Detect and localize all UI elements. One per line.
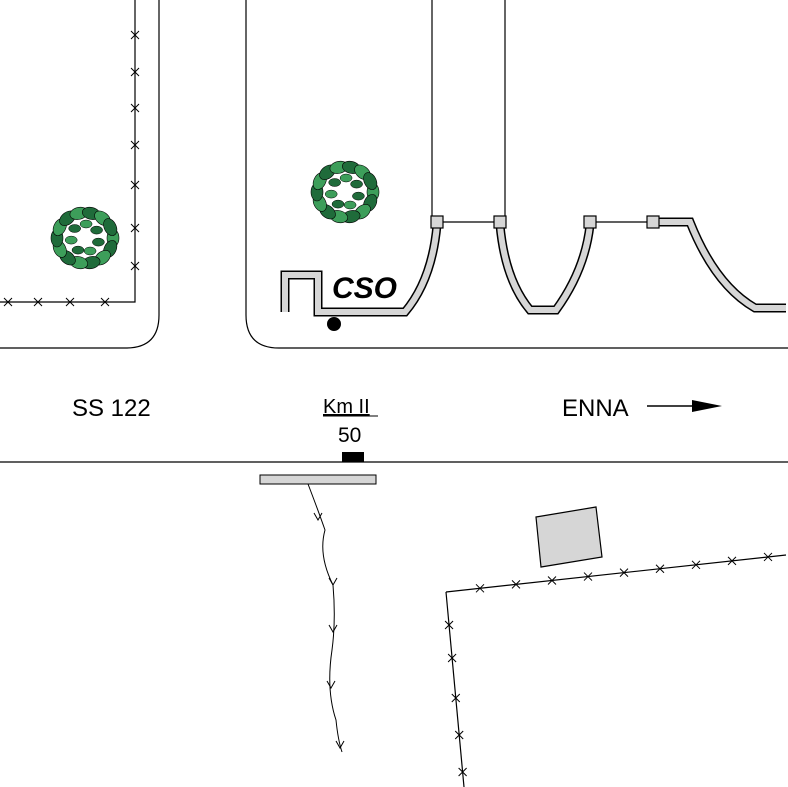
- central-lot-boundary: [245, 0, 788, 349]
- arrow-right-icon: [647, 400, 722, 412]
- survey-point-icon: [327, 317, 341, 331]
- building: [535, 506, 603, 568]
- left-lot-boundary: [0, 0, 160, 349]
- lower-lot-fence: [444, 552, 787, 787]
- tree-icon: [310, 160, 380, 224]
- km-marker: [342, 452, 364, 462]
- parking-bays: [280, 215, 786, 317]
- drainage-channel: [307, 483, 343, 753]
- km-title: Km II: [323, 396, 370, 418]
- km-value: 50: [338, 424, 361, 447]
- tree-icon: [50, 206, 120, 270]
- left-lot-fence: [0, 0, 140, 307]
- road-label: SS 122: [72, 395, 151, 422]
- culvert: [259, 474, 377, 485]
- direction-label: ENNA: [562, 395, 629, 422]
- cso-label: CSO: [332, 272, 397, 305]
